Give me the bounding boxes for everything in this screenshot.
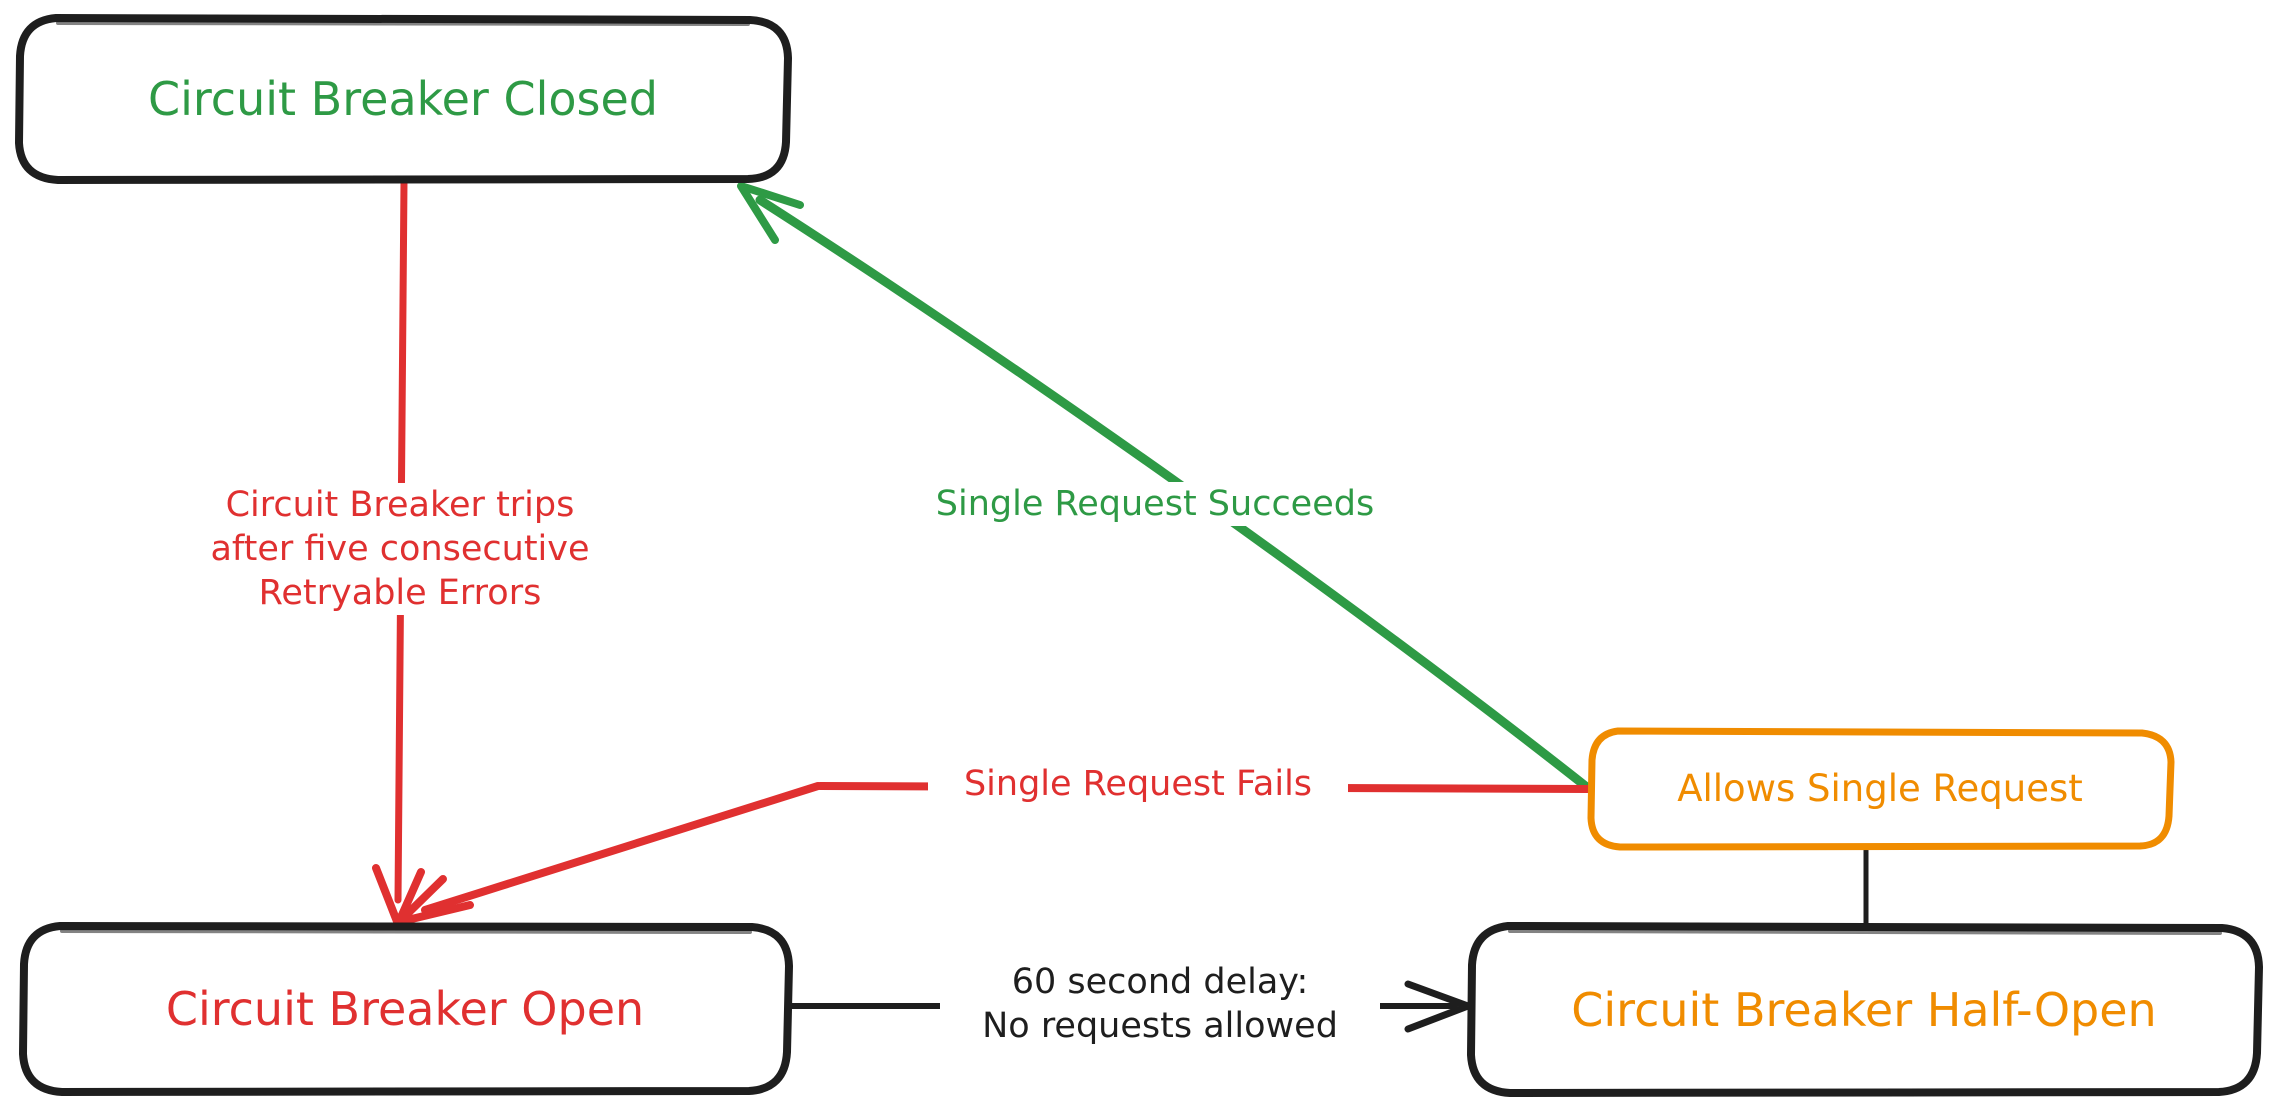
node-open[interactable] (19, 922, 793, 1096)
node-halfopen[interactable] (1467, 922, 2263, 1097)
node-closed[interactable] (15, 14, 792, 184)
node-allows[interactable] (1587, 727, 2175, 851)
